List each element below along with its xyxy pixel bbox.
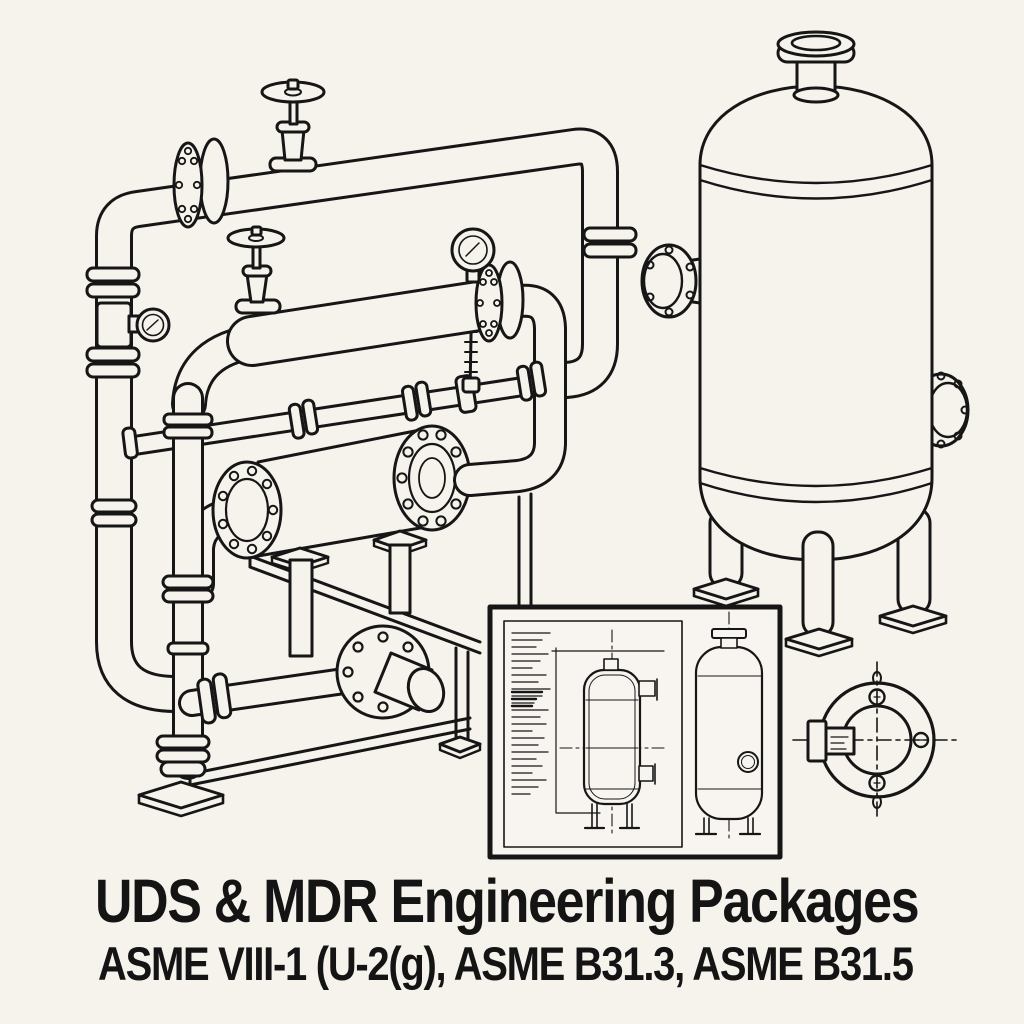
vessel-base-plates bbox=[692, 577, 948, 658]
flange-pair-row1 bbox=[172, 137, 230, 229]
pressure-vessel bbox=[640, 30, 970, 658]
caption-subtitle: ASME VIII-1 (U-2(g), ASME B31.3, ASME B3… bbox=[98, 937, 914, 990]
frame-leg bbox=[454, 646, 470, 744]
datum-marker bbox=[872, 795, 882, 809]
vessel-top-nozzle bbox=[776, 30, 856, 104]
side-nozzle-tab bbox=[806, 719, 828, 763]
vessel-top-seam bbox=[698, 178, 934, 200]
pressure-gauge bbox=[450, 227, 496, 394]
globe-valve bbox=[226, 225, 286, 315]
flange-detail-view bbox=[792, 661, 961, 819]
vessel-side-view bbox=[694, 611, 764, 839]
piping-skid bbox=[85, 78, 638, 818]
bolt-hole bbox=[912, 731, 930, 749]
vessel-side-nozzle-flange bbox=[640, 243, 702, 319]
drawing-notes bbox=[511, 632, 551, 795]
left-riser-fittings bbox=[85, 266, 171, 528]
blind-flange bbox=[335, 624, 446, 720]
exchanger-right-flange bbox=[392, 424, 472, 532]
side-nozzle-tab bbox=[824, 726, 856, 756]
caption-title: UDS & MDR Engineering Packages bbox=[95, 867, 920, 935]
vessel-front-view bbox=[551, 629, 669, 837]
vessel-bottom-seam bbox=[698, 466, 934, 488]
frame-back-leg bbox=[517, 492, 533, 608]
vessel-shell bbox=[698, 84, 934, 562]
manway-icon bbox=[737, 751, 759, 773]
second-riser-fittings bbox=[137, 412, 233, 818]
heat-exchanger bbox=[211, 424, 472, 658]
exchanger-support-post bbox=[388, 543, 412, 615]
exchanger-support-post bbox=[288, 558, 314, 658]
pipe-base-plate bbox=[137, 780, 225, 810]
flange-pair-branch bbox=[196, 672, 233, 725]
bolt-hole bbox=[868, 774, 886, 792]
ga-drawing-inset bbox=[487, 604, 783, 860]
drawing-sheet-frame bbox=[503, 620, 683, 848]
vessel-bottom-seam bbox=[698, 481, 934, 504]
vessel-top-seam bbox=[698, 163, 934, 185]
flange-pair-row2 bbox=[474, 260, 525, 343]
datum-marker bbox=[872, 671, 882, 685]
pipe-couplings bbox=[121, 360, 548, 460]
exchanger-left-flange bbox=[211, 460, 283, 560]
vessel-leg bbox=[801, 530, 835, 638]
riser-union bbox=[582, 226, 638, 259]
bolt-hole bbox=[868, 688, 886, 706]
frame-foot bbox=[438, 735, 482, 754]
globe-valve bbox=[260, 78, 326, 173]
